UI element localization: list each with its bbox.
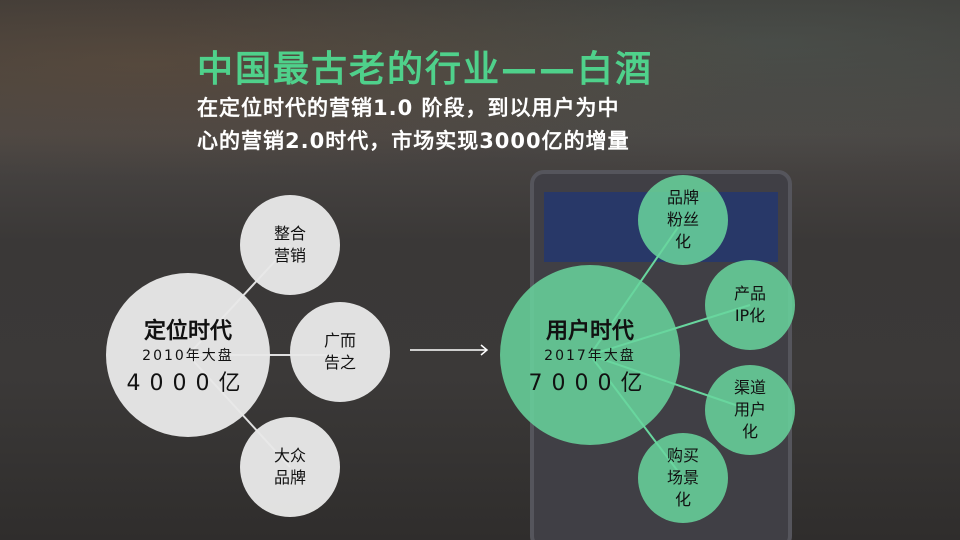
node-brand-fans: 品牌粉丝化 [638, 175, 728, 265]
era-market-size: 7000亿 [528, 371, 652, 396]
arrow-icon [410, 344, 489, 356]
slide-title: 中国最古老的行业——白酒 [197, 49, 654, 90]
node-broadcast: 广而告之 [290, 302, 390, 402]
center-user-era: 用户时代 2017年大盘 7000亿 [500, 265, 680, 445]
era-year: 2017年大盘 [544, 348, 636, 364]
era-title: 用户时代 [545, 319, 634, 344]
subtitle-line-1: 在定位时代的营销1.0 阶段，到以用户为中 [197, 96, 620, 120]
subtitle-line-2: 心的营销2.0时代，市场实现3000亿的增量 [197, 129, 630, 153]
node-channel-users: 渠道用户化 [705, 365, 795, 455]
node-mass-brand: 大众品牌 [240, 417, 340, 517]
era-year: 2010年大盘 [142, 348, 234, 364]
node-integrated-marketing: 整合营销 [240, 195, 340, 295]
background-photo [0, 0, 960, 210]
era-market-size: 4000亿 [126, 371, 250, 396]
node-product-ip: 产品IP化 [705, 260, 795, 350]
era-title: 定位时代 [143, 319, 232, 344]
center-positioning-era: 定位时代 2010年大盘 4000亿 [106, 273, 270, 437]
node-purchase-scene: 购买场景化 [638, 433, 728, 523]
